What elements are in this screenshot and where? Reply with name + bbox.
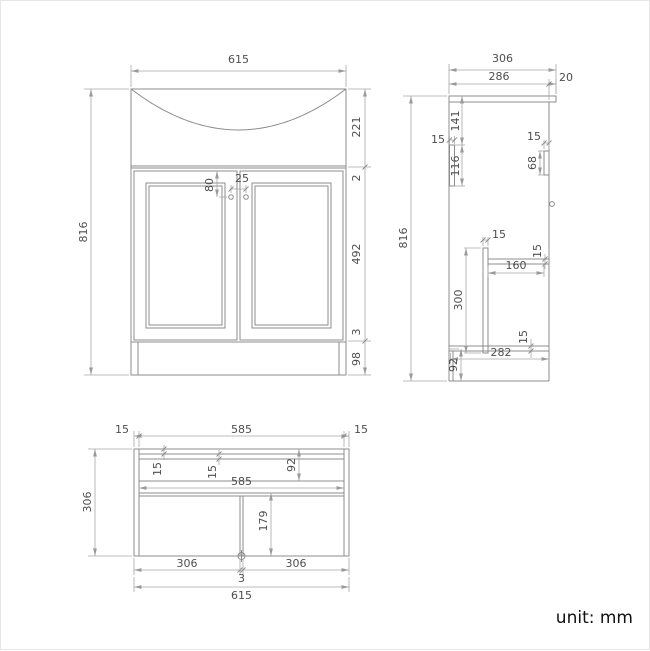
dim-label-hinge-width: 15 bbox=[527, 130, 541, 143]
dim-label-front-depth: 179 bbox=[257, 511, 270, 532]
dim-label-plan-depth: 306 bbox=[81, 492, 94, 513]
unit-label: unit: mm bbox=[556, 608, 633, 628]
dim-label-door-gap: 3 bbox=[238, 572, 245, 585]
dim-front-knobs: 80 25 bbox=[203, 171, 249, 198]
dim-label-front-height: 816 bbox=[77, 222, 90, 243]
dim-label-left-wall: 15 bbox=[115, 423, 129, 436]
dim-label-bottom-gap: 3 bbox=[350, 329, 363, 336]
front-cabinet-outline bbox=[130, 88, 347, 376]
right-door-knob bbox=[243, 194, 249, 200]
plan-view: 15 585 15 306 15 15 92 585 179 bbox=[81, 423, 368, 602]
hinge-plate bbox=[543, 150, 550, 176]
dim-label-shelf-thickness: 15 bbox=[531, 244, 544, 258]
dim-label-rail-width: 15 bbox=[431, 133, 445, 146]
dim-label-inner-width: 585 bbox=[231, 423, 252, 436]
dim-label-front-plinth: 98 bbox=[350, 352, 363, 366]
dim-label-back-wall: 15 bbox=[151, 462, 164, 476]
basin-curve bbox=[130, 88, 347, 131]
dim-label-divider-width: 15 bbox=[492, 228, 506, 241]
dim-label-side-plinth: 92 bbox=[447, 358, 460, 372]
plan-outline bbox=[133, 448, 350, 562]
dim-label-total-width: 615 bbox=[231, 589, 252, 602]
dim-plan-depth: 306 bbox=[81, 448, 132, 557]
dim-front-width: 615 bbox=[130, 53, 347, 87]
dim-label-overhang: 20 bbox=[559, 71, 573, 84]
back-rail bbox=[449, 144, 455, 187]
dim-label-mid-width: 585 bbox=[231, 475, 252, 488]
divider bbox=[482, 247, 489, 354]
dim-base: 15 282 92 bbox=[447, 330, 549, 381]
dim-side-body-depth: 286 20 bbox=[449, 70, 573, 100]
dim-label-top-gap: 2 bbox=[350, 175, 363, 182]
dim-label-rail-length: 116 bbox=[449, 156, 462, 177]
front-view: 615 816 221 2 492 3 98 80 bbox=[77, 53, 371, 376]
dim-label-basin-height: 221 bbox=[350, 117, 363, 138]
dim-label-knob-spacing: 25 bbox=[235, 172, 249, 185]
dim-rail: 141 116 15 bbox=[431, 96, 465, 187]
dim-plan-top-chain: 15 585 15 bbox=[115, 423, 368, 447]
dim-label-base-depth: 282 bbox=[491, 346, 512, 359]
dim-label-base-thickness: 15 bbox=[517, 330, 530, 344]
dim-label-shelf-depth: 160 bbox=[506, 259, 527, 272]
dim-label-right-wall: 15 bbox=[354, 423, 368, 436]
dim-label-knob-offset: 80 bbox=[203, 178, 216, 192]
left-door-knob bbox=[228, 194, 234, 200]
dim-label-right-door: 306 bbox=[286, 557, 307, 570]
front-doors bbox=[133, 170, 344, 341]
dim-hinge: 15 68 bbox=[526, 130, 552, 176]
dim-plan-bottom-chain: 306 306 3 615 bbox=[133, 557, 350, 602]
dim-plan-interior: 15 15 92 585 179 bbox=[139, 445, 344, 556]
dim-shelf: 160 15 bbox=[487, 244, 548, 277]
dim-label-door-height: 492 bbox=[350, 244, 363, 265]
shelf bbox=[487, 258, 550, 265]
side-door-knob bbox=[549, 201, 555, 207]
dim-label-side-depth: 306 bbox=[492, 52, 513, 65]
dim-label-body-depth: 286 bbox=[489, 70, 510, 83]
dim-label-rail-offset: 141 bbox=[449, 111, 462, 132]
dim-label-divider-height: 300 bbox=[452, 290, 465, 311]
dim-label-hinge-length: 68 bbox=[526, 156, 539, 170]
dim-label-back-rail: 15 bbox=[206, 465, 219, 479]
side-view: 306 286 20 816 141 116 bbox=[397, 52, 573, 382]
dim-side-height: 816 bbox=[397, 95, 447, 382]
dim-divider: 15 300 bbox=[452, 228, 506, 354]
dim-front-right-chain: 221 2 492 3 98 bbox=[348, 88, 371, 376]
dim-label-back-offset: 92 bbox=[285, 458, 298, 472]
dim-label-left-door: 306 bbox=[177, 557, 198, 570]
dim-label-front-width: 615 bbox=[228, 53, 249, 66]
dim-front-height: 816 bbox=[77, 88, 129, 376]
dim-label-side-height: 816 bbox=[397, 228, 410, 249]
